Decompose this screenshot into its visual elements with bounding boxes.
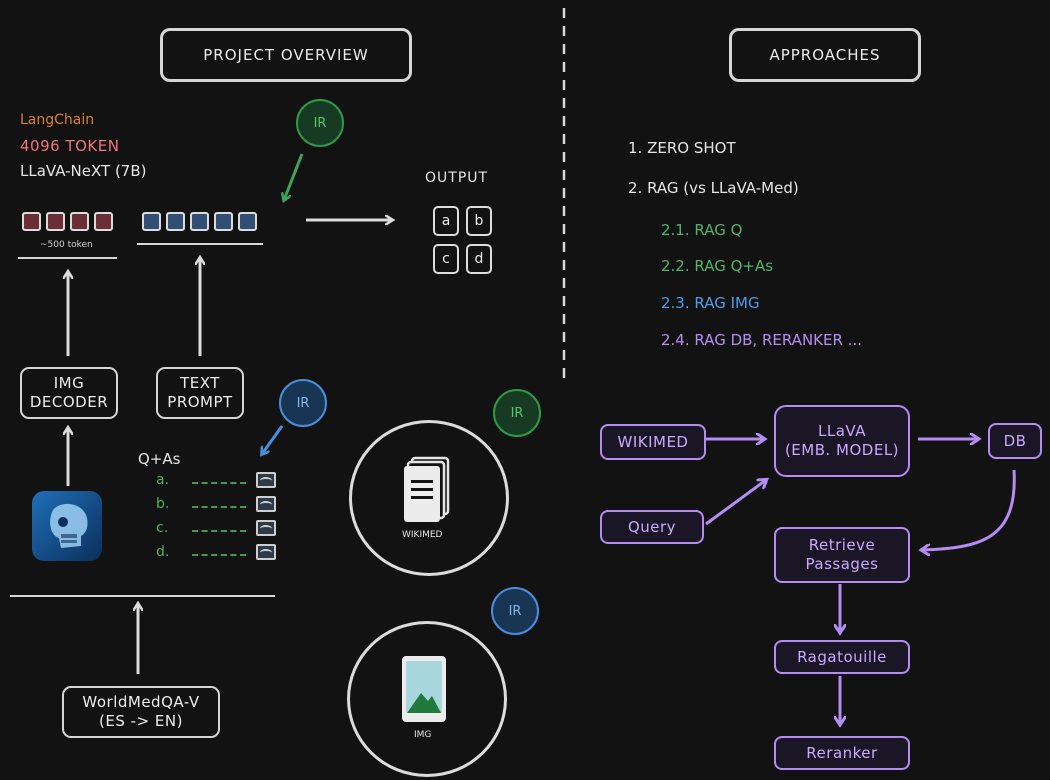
output-option-d: d	[466, 244, 492, 274]
pipeline-wikimed-label: WIKIMED	[617, 432, 689, 451]
approach-subitem: 2.2. RAG Q+As	[661, 257, 774, 275]
output-label: OUTPUT	[425, 170, 489, 186]
text-prompt-line2: PROMPT	[167, 393, 233, 411]
output-option-a: a	[433, 206, 459, 236]
pipeline-reranker-box: Reranker	[774, 736, 910, 770]
approach-subitem: 2.4. RAG DB, RERANKER ...	[661, 331, 862, 349]
image-thumbnail-icon	[256, 472, 276, 488]
qa-item: c.	[156, 516, 276, 540]
dataset-box: WorldMedQA-V (ES -> EN)	[62, 686, 220, 738]
dataset-line2: (ES -> EN)	[99, 712, 183, 730]
qa-item-label: d.	[156, 544, 170, 560]
pipeline-db-label: DB	[1003, 431, 1027, 450]
pipeline-query-box: Query	[600, 510, 704, 544]
pipeline-db-box: DB	[988, 423, 1042, 459]
pipeline-retrieve-line1: Retrieve	[808, 536, 876, 554]
ir-badge-blue: IR	[279, 379, 327, 427]
image-thumbnail-icon	[256, 544, 276, 560]
img-caption: IMG	[414, 730, 432, 740]
ir-green-arrow	[284, 153, 304, 200]
image-thumbnail-icon	[256, 496, 276, 512]
pipeline-query-label: Query	[627, 517, 677, 536]
xray-skull-icon	[31, 490, 103, 562]
qa-answer-placeholder	[192, 482, 246, 484]
approach-subitem: 2.1. RAG Q	[661, 221, 743, 239]
qa-answer-placeholder	[192, 506, 246, 508]
pipeline-wikimed-box: WIKIMED	[600, 424, 706, 460]
pipeline-ragatouille-label: Ragatouille	[797, 647, 887, 666]
db-to-retrieve-arrow	[922, 469, 1016, 550]
image-token	[94, 212, 113, 231]
pipeline-reranker-label: Reranker	[806, 743, 878, 762]
text-token	[190, 212, 209, 231]
langchain-label: LangChain	[20, 112, 95, 128]
ir-badge-wikimed: IR	[493, 389, 541, 437]
approach-item: 1. ZERO SHOT	[628, 139, 736, 157]
img-circle	[347, 621, 507, 777]
qa-item: d.	[156, 540, 276, 564]
project-overview-title: PROJECT OVERVIEW	[203, 46, 369, 64]
pipeline-retrieve-line2: Passages	[805, 555, 879, 573]
output-option-c: c	[433, 244, 459, 274]
image-token	[70, 212, 89, 231]
text-token	[214, 212, 233, 231]
model-label: LLaVA-NeXT (7B)	[20, 162, 147, 180]
image-tokens-note: ~500 token	[40, 240, 93, 250]
project-overview-header: PROJECT OVERVIEW	[160, 28, 412, 82]
image-file-icon	[401, 655, 447, 725]
image-thumbnail-icon	[256, 520, 276, 536]
ir-badge-label: IR	[510, 405, 524, 421]
approach-subitem: 2.3. RAG IMG	[661, 294, 760, 312]
approaches-title: APPROACHES	[769, 46, 881, 64]
token-limit-label: 4096 TOKEN	[20, 137, 120, 155]
text-token	[166, 212, 185, 231]
img-decoder-line1: IMG	[53, 374, 85, 392]
pipeline-ragatouille-box: Ragatouille	[774, 640, 910, 674]
qa-answer-placeholder	[192, 530, 246, 532]
image-token	[46, 212, 65, 231]
qas-list: a. b. c. d.	[156, 468, 276, 564]
text-token	[238, 212, 257, 231]
ir-badge-green: IR	[296, 99, 344, 147]
qas-label: Q+As	[138, 450, 181, 468]
qa-item-label: b.	[156, 496, 170, 512]
ir-badge-img: IR	[491, 587, 539, 635]
text-prompt-box: TEXT PROMPT	[156, 367, 244, 419]
query-to-llava-arrow	[705, 480, 766, 526]
wikimed-circle	[349, 420, 509, 576]
qa-item: a.	[156, 468, 276, 492]
dataset-line1: WorldMedQA-V	[82, 693, 200, 711]
approach-item: 2. RAG (vs LLaVA-Med)	[628, 179, 799, 197]
wikimed-caption: WIKIMED	[402, 530, 443, 540]
pipeline-llava-box: LLaVA (EMB. MODEL)	[774, 405, 910, 477]
pipeline-retrieve-box: Retrieve Passages	[774, 527, 910, 583]
ir-badge-label: IR	[508, 603, 522, 619]
output-option-b: b	[466, 206, 492, 236]
documents-icon	[398, 454, 458, 524]
image-token	[22, 212, 41, 231]
qa-item-label: c.	[156, 520, 169, 536]
qa-answer-placeholder	[192, 554, 246, 556]
approaches-header: APPROACHES	[729, 28, 921, 82]
ir-badge-label: IR	[296, 395, 310, 411]
pipeline-llava-line1: LLaVA	[818, 422, 866, 440]
qa-item-label: a.	[156, 472, 170, 488]
text-prompt-line1: TEXT	[180, 374, 220, 392]
ir-blue-arrow	[262, 425, 284, 454]
qa-item: b.	[156, 492, 276, 516]
img-decoder-line2: DECODER	[29, 393, 109, 411]
text-token	[142, 212, 161, 231]
ir-badge-label: IR	[313, 115, 327, 131]
img-decoder-box: IMG DECODER	[20, 367, 118, 419]
pipeline-llava-line2: (EMB. MODEL)	[784, 441, 900, 459]
